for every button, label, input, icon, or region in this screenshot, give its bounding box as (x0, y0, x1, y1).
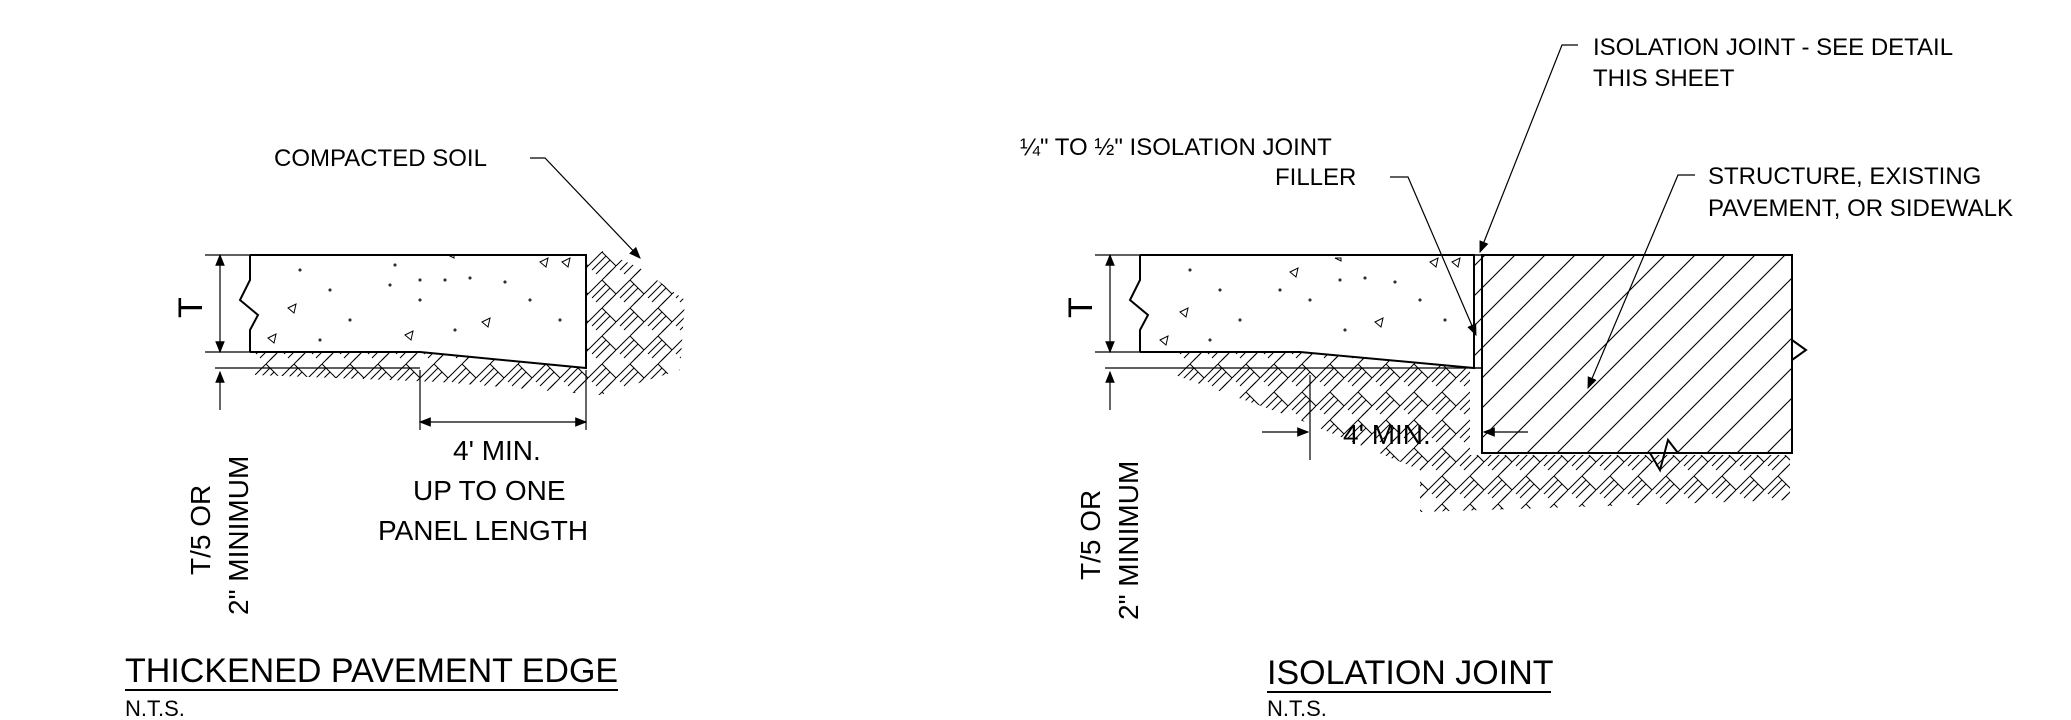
detail-title: THICKENED PAVEMENT EDGE (125, 652, 618, 690)
scale-note: N.T.S. (125, 696, 185, 720)
aggregate-marks-2 (1159, 257, 1461, 346)
filler-label-2: FILLER (1275, 164, 1356, 191)
scale-note-2: N.T.S. (1267, 696, 1327, 720)
soil-hatch (255, 250, 685, 395)
joint-label-1: ISOLATION JOINT - SEE DETAIL (1593, 34, 1953, 61)
depth-label-1b: T/5 OR (1075, 490, 1106, 580)
joint-label-2: THIS SHEET (1593, 65, 1735, 92)
depth-label-2: 2" MINIMUM (223, 456, 254, 615)
structure-break-right (1791, 339, 1808, 361)
filler-label-1: ¼" TO ½" ISOLATION JOINT (1020, 134, 1332, 161)
structure-leader (1587, 174, 1695, 390)
length-label-1: 4' MIN. (453, 435, 541, 466)
existing-structure (1481, 254, 1793, 454)
depth-label-2b: 2" MINIMUM (1113, 461, 1144, 620)
depth-label-1: T/5 OR (185, 485, 216, 575)
thickness-label: T (172, 297, 210, 318)
isolation-joint-detail: T T/5 OR 2" MINIMUM 4' MIN. ISOLATION JO… (1020, 34, 2013, 720)
thickness-label-2: T (1062, 297, 1100, 318)
detail-title-2: ISOLATION JOINT (1267, 654, 1554, 692)
thickened-edge-detail: T T/5 OR 2" MINIMUM 4' MIN. UP TO ONE PA… (125, 145, 685, 720)
structure-break-bottom (1649, 437, 1679, 473)
slab-break-line (238, 255, 260, 352)
slab-break-line-2 (1128, 255, 1150, 352)
soil-leader (530, 157, 641, 259)
soil-hatch-2 (1175, 352, 1790, 512)
length-label-2: UP TO ONE (413, 475, 566, 506)
soil-label: COMPACTED SOIL (274, 145, 487, 172)
joint-filler (1473, 254, 1483, 369)
slab-outline (250, 254, 587, 370)
joint-leader (1479, 44, 1578, 254)
filler-leader (1390, 176, 1477, 337)
structure-label-2: PAVEMENT, OR SIDEWALK (1708, 195, 2013, 222)
length-label-2x: 4' MIN. (1343, 419, 1431, 450)
structure-label-1: STRUCTURE, EXISTING (1708, 163, 1981, 190)
slab-outline-2 (1140, 254, 1475, 370)
aggregate-marks (267, 254, 571, 344)
length-label-3: PANEL LENGTH (378, 515, 588, 546)
